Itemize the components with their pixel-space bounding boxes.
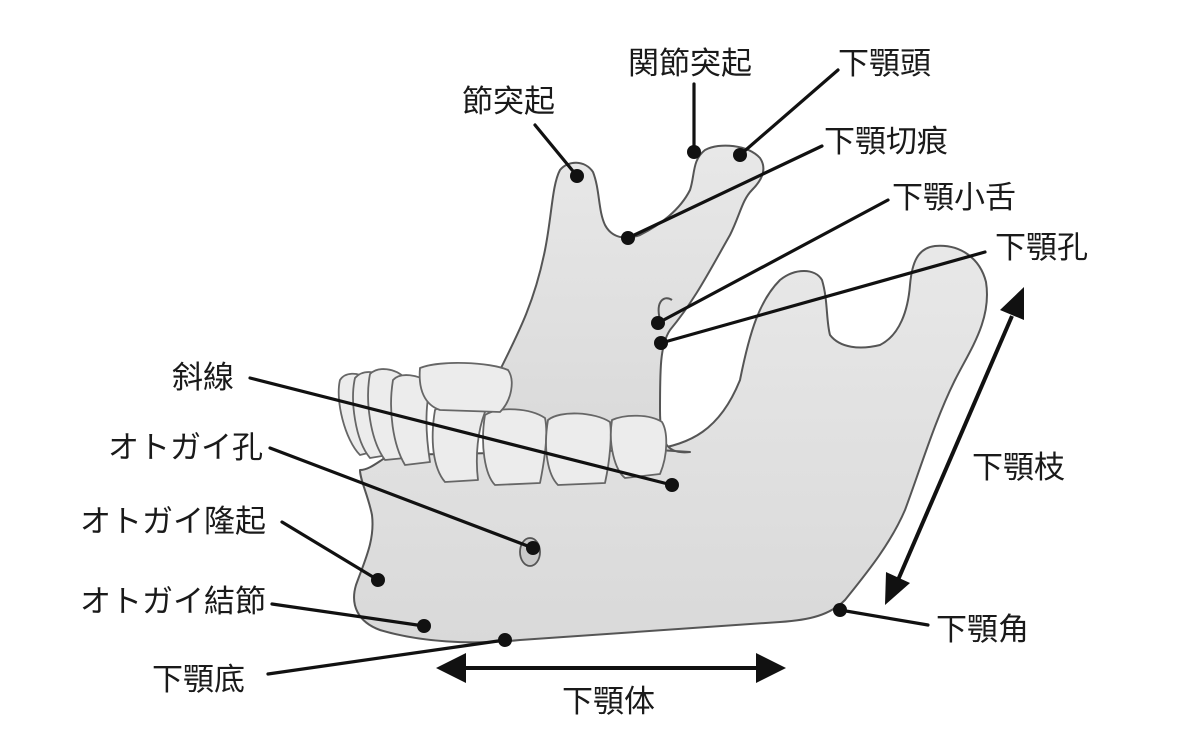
label-ramus: 下顎枝 — [972, 450, 1065, 486]
label-lingula: 下顎小舌 — [892, 180, 1016, 216]
mandible-body-shape — [353, 244, 988, 644]
leaders — [248, 68, 987, 676]
label-coronoid-process: 節突起 — [462, 84, 555, 120]
label-mandibular-notch: 下顎切痕 — [824, 124, 948, 160]
label-mental-foramen: オトガイ孔 — [108, 430, 263, 466]
label-base-of-mandible: 下顎底 — [152, 662, 245, 698]
label-mental-protuberance: オトガイ隆起 — [80, 504, 266, 540]
label-mental-tubercle: オトガイ結節 — [80, 584, 266, 620]
label-condylar-process: 関節突起 — [628, 46, 752, 82]
ramus-arrow — [885, 287, 1024, 605]
label-oblique-line: 斜線 — [172, 360, 234, 396]
teeth-group — [337, 362, 668, 486]
label-mandibular-foramen: 下顎孔 — [995, 230, 1088, 266]
ramus-shape — [499, 144, 765, 454]
label-body: 下顎体 — [562, 684, 655, 720]
lingula-shape — [657, 297, 673, 321]
label-angle: 下顎角 — [936, 612, 1029, 648]
body-arrow — [436, 653, 786, 683]
label-head-of-mandible: 下顎頭 — [838, 46, 931, 82]
